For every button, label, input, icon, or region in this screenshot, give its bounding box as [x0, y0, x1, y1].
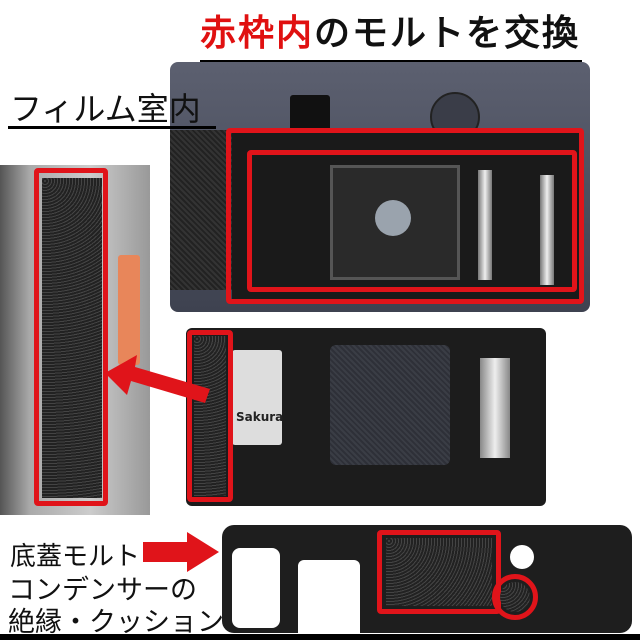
condenser-label-line1: コンデンサーの — [8, 575, 197, 606]
red-frame-back — [187, 330, 233, 502]
pressure-plate — [330, 345, 450, 465]
condenser-label-line2: 絶縁・クッション — [8, 607, 224, 638]
bottom-cover-label: 底蓋モルト — [10, 542, 141, 572]
cartridge-brand: Sakura — [236, 410, 284, 424]
back-seal-foam — [194, 336, 226, 496]
page-title: 赤枠内のモルトを交換 — [200, 4, 580, 56]
door-label-sticker — [118, 255, 140, 365]
film-chamber-label: フィルム室内 — [10, 90, 201, 128]
camera-grip — [170, 130, 232, 290]
bottom-bar — [0, 634, 640, 640]
takeup-spool — [540, 175, 554, 285]
film-roller — [478, 170, 492, 280]
red-frame-door — [34, 168, 108, 506]
title-highlight: 赤枠内 — [200, 13, 315, 54]
title-underline — [200, 60, 582, 63]
red-frame-outer — [226, 128, 584, 304]
bottom-cover-hole — [510, 545, 534, 569]
red-frame-inner — [247, 150, 577, 292]
spring-plate — [480, 358, 510, 458]
bottom-cover-notch — [298, 560, 360, 634]
red-frame-bottom — [377, 530, 501, 614]
film-cartridge-photo — [232, 350, 282, 445]
title-rest: のモルトを交換 — [314, 13, 581, 54]
shutter-lens — [375, 200, 411, 236]
red-circle-condenser — [492, 574, 538, 620]
red-arrow-left-icon — [105, 355, 210, 403]
door-seal-foam — [42, 178, 102, 498]
bottom-cover-cutout — [232, 548, 280, 628]
red-arrow-right-icon — [143, 532, 219, 572]
label-underline — [8, 126, 216, 129]
bottom-seal-foam — [386, 538, 492, 606]
